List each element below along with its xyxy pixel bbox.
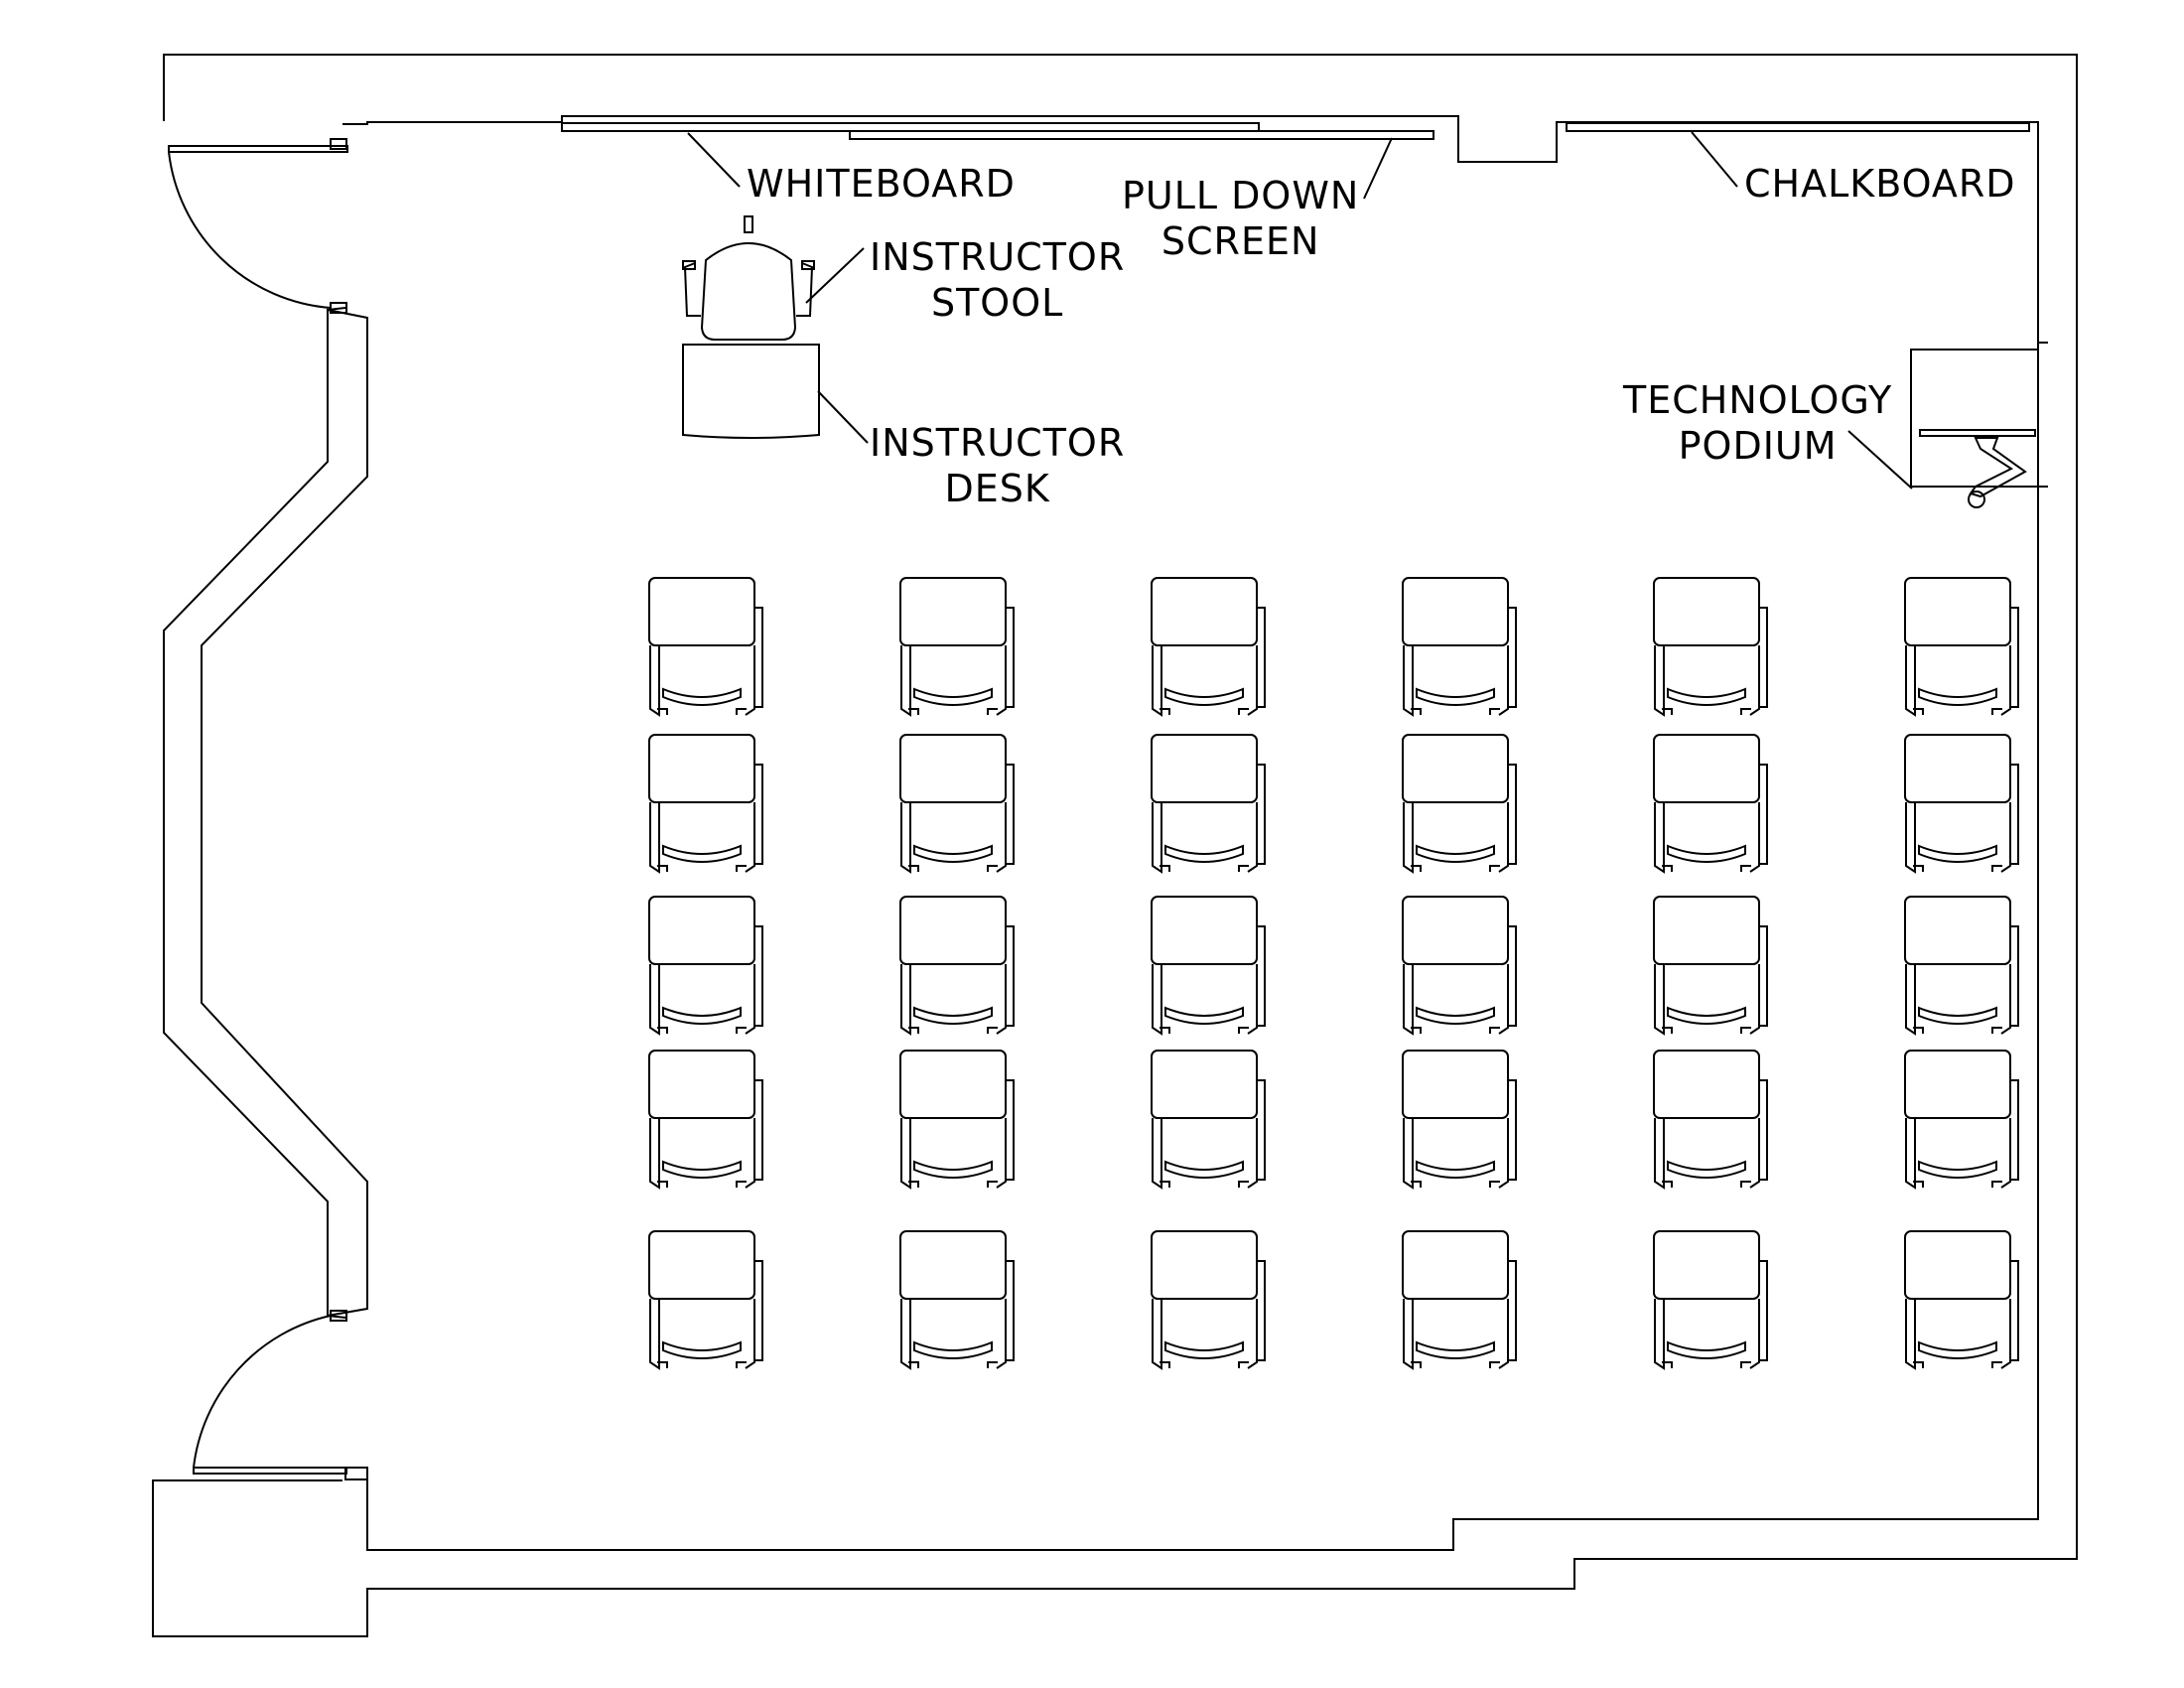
student-desk-chair-icon: [648, 1230, 763, 1370]
student-desk-chair-icon: [648, 1050, 763, 1190]
technology-podium-label-line-1: TECHNOLOGY: [1623, 378, 1893, 422]
instructor-desk-label: INSTRUCTOR DESK: [870, 420, 1125, 511]
instructor-stool-icon: [682, 215, 815, 341]
whiteboard-shape: [561, 122, 1260, 132]
whiteboard-label: WHITEBOARD: [747, 162, 1016, 206]
student-desk-chair-icon: [1904, 896, 2019, 1036]
student-desk-chair-icon: [1151, 896, 1266, 1036]
student-desk-chair-icon: [1402, 734, 1517, 874]
student-desk-chair-icon: [1151, 734, 1266, 874]
instructor-desk-label-line-2: DESK: [944, 467, 1050, 510]
chalkboard-shape: [1566, 122, 2030, 132]
student-desk-chair-icon: [1151, 577, 1266, 717]
student-desk-chair-icon: [1653, 1230, 1768, 1370]
student-desk-chair-icon: [899, 896, 1015, 1036]
technology-podium-label-line-2: PODIUM: [1678, 424, 1838, 468]
pull-down-screen-shape: [849, 123, 1434, 140]
student-desk-chair-icon: [1904, 1230, 2019, 1370]
student-desk-chair-icon: [1402, 1050, 1517, 1190]
student-desk-chair-icon: [899, 577, 1015, 717]
student-desk-chair-icon: [899, 734, 1015, 874]
technology-podium-icon: [1910, 342, 2048, 508]
pull-down-screen-label: PULL DOWN SCREEN: [1122, 173, 1359, 264]
student-desk-chair-icon: [1653, 896, 1768, 1036]
student-desk-chair-icon: [1151, 1230, 1266, 1370]
pull-down-screen-label-line-1: PULL DOWN: [1122, 174, 1360, 217]
top-door: [168, 138, 348, 314]
student-desk-chair-icon: [648, 577, 763, 717]
student-desk-chair-icon: [1151, 1050, 1266, 1190]
bottom-door: [193, 1310, 368, 1480]
student-desk-chair-icon: [1904, 1050, 2019, 1190]
instructor-desk-label-line-1: INSTRUCTOR: [870, 421, 1126, 465]
student-desk-chair-icon: [1402, 577, 1517, 717]
chalkboard-label: CHALKBOARD: [1744, 162, 2016, 206]
pull-down-screen-label-line-2: SCREEN: [1160, 219, 1320, 263]
instructor-stool-label-line-2: STOOL: [930, 281, 1064, 325]
instructor-stool-label: INSTRUCTOR STOOL: [870, 234, 1125, 326]
student-desk-chair-icon: [899, 1230, 1015, 1370]
instructor-stool-label-line-1: INSTRUCTOR: [870, 235, 1126, 279]
instructor-desk-icon: [682, 344, 820, 439]
student-seating-area: [648, 577, 2019, 1370]
inner-wall: [342, 115, 2039, 1551]
student-desk-chair-icon: [1653, 734, 1768, 874]
left-entrance-wall: [163, 307, 368, 1319]
technology-podium-label: TECHNOLOGY PODIUM: [1623, 377, 1892, 469]
student-desk-chair-icon: [1904, 577, 2019, 717]
student-desk-chair-icon: [1402, 1230, 1517, 1370]
outer-wall: [152, 54, 2078, 1637]
student-desk-chair-icon: [1653, 1050, 1768, 1190]
student-desk-chair-icon: [899, 1050, 1015, 1190]
student-desk-chair-icon: [648, 734, 763, 874]
student-desk-chair-icon: [1653, 577, 1768, 717]
student-desk-chair-icon: [1904, 734, 2019, 874]
student-desk-chair-icon: [1402, 896, 1517, 1036]
student-desk-chair-icon: [648, 896, 763, 1036]
label-leader-lines: [687, 131, 1913, 490]
